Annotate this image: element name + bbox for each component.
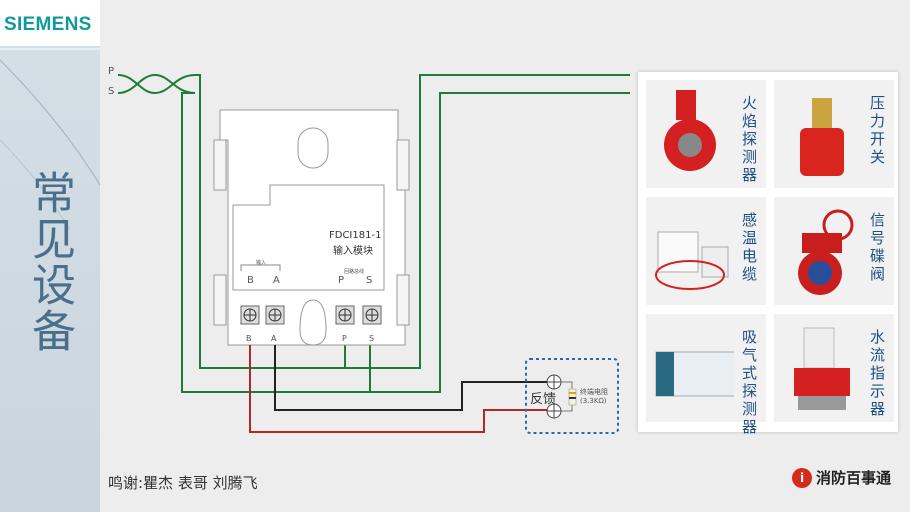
credits: 鸣谢:瞿杰 表哥 刘腾飞 xyxy=(108,474,258,492)
decorative-arcs xyxy=(0,59,100,231)
device-name: 吸气式探测器 xyxy=(742,328,758,436)
device-card-pressure-switch: 压力开关 xyxy=(774,80,894,188)
siemens-logo: SIEMENS xyxy=(0,0,100,46)
device-card-flame-detector: 火焰探测器 xyxy=(646,80,766,188)
divider xyxy=(0,48,100,50)
resistor-value: (3.3KΩ) xyxy=(580,397,607,405)
terminal-s: S xyxy=(369,334,375,343)
terminal-p: P xyxy=(342,334,347,343)
module-name: 输入模块 xyxy=(333,246,373,257)
device-card-aspirating-detector: 吸气式探测器 xyxy=(646,314,766,436)
brand-logo: i 消防百事通 xyxy=(792,467,891,488)
flame-detector-image xyxy=(664,90,716,171)
device-name: 信号碟阀 xyxy=(870,211,886,283)
input-label: 输入 xyxy=(256,260,267,266)
terminal-label-p: P xyxy=(338,275,345,286)
resistor-label: 终端电阻 xyxy=(580,388,608,396)
device-card-signal-butterfly-valve: 信号碟阀 xyxy=(774,197,894,305)
terminal-label-a: A xyxy=(273,275,280,286)
wiring-diagram xyxy=(117,73,630,434)
device-panel: 火焰探测器 压力开关 感温电缆 信号碟阀 吸气式探测器 水流指示器 xyxy=(638,72,898,436)
brand-name: 消防百事通 xyxy=(816,469,892,487)
heat-cable-image xyxy=(655,231,729,290)
bus-p-label: P xyxy=(108,66,115,77)
butterfly-valve-image xyxy=(798,209,854,295)
bus-s-label: S xyxy=(108,86,115,97)
device-name: 压力开关 xyxy=(870,94,886,166)
feedback-label: 反馈 xyxy=(530,392,557,407)
aspirating-detector-image xyxy=(655,351,734,397)
page-title: 常见设备 xyxy=(24,170,75,354)
sidebar: SIEMENS 常见设备 xyxy=(0,0,100,512)
bus-label: 回路总线 xyxy=(344,269,365,275)
terminal-label-s: S xyxy=(366,275,373,286)
device-card-heat-cable: 感温电缆 xyxy=(646,197,766,305)
module-model: FDCI181-1 xyxy=(329,230,382,241)
fire-brand-icon: i xyxy=(792,467,812,488)
terminal-a: A xyxy=(271,334,277,343)
device-card-water-flow-indicator: 水流指示器 xyxy=(774,314,894,422)
device-name: 水流指示器 xyxy=(870,328,886,418)
pressure-switch-image xyxy=(800,98,844,176)
device-name: 感温电缆 xyxy=(742,211,758,283)
water-flow-indicator-image xyxy=(794,327,850,410)
device-name: 火焰探测器 xyxy=(742,94,758,184)
terminal-label-b: B xyxy=(247,275,254,286)
terminal-b: B xyxy=(246,334,252,343)
